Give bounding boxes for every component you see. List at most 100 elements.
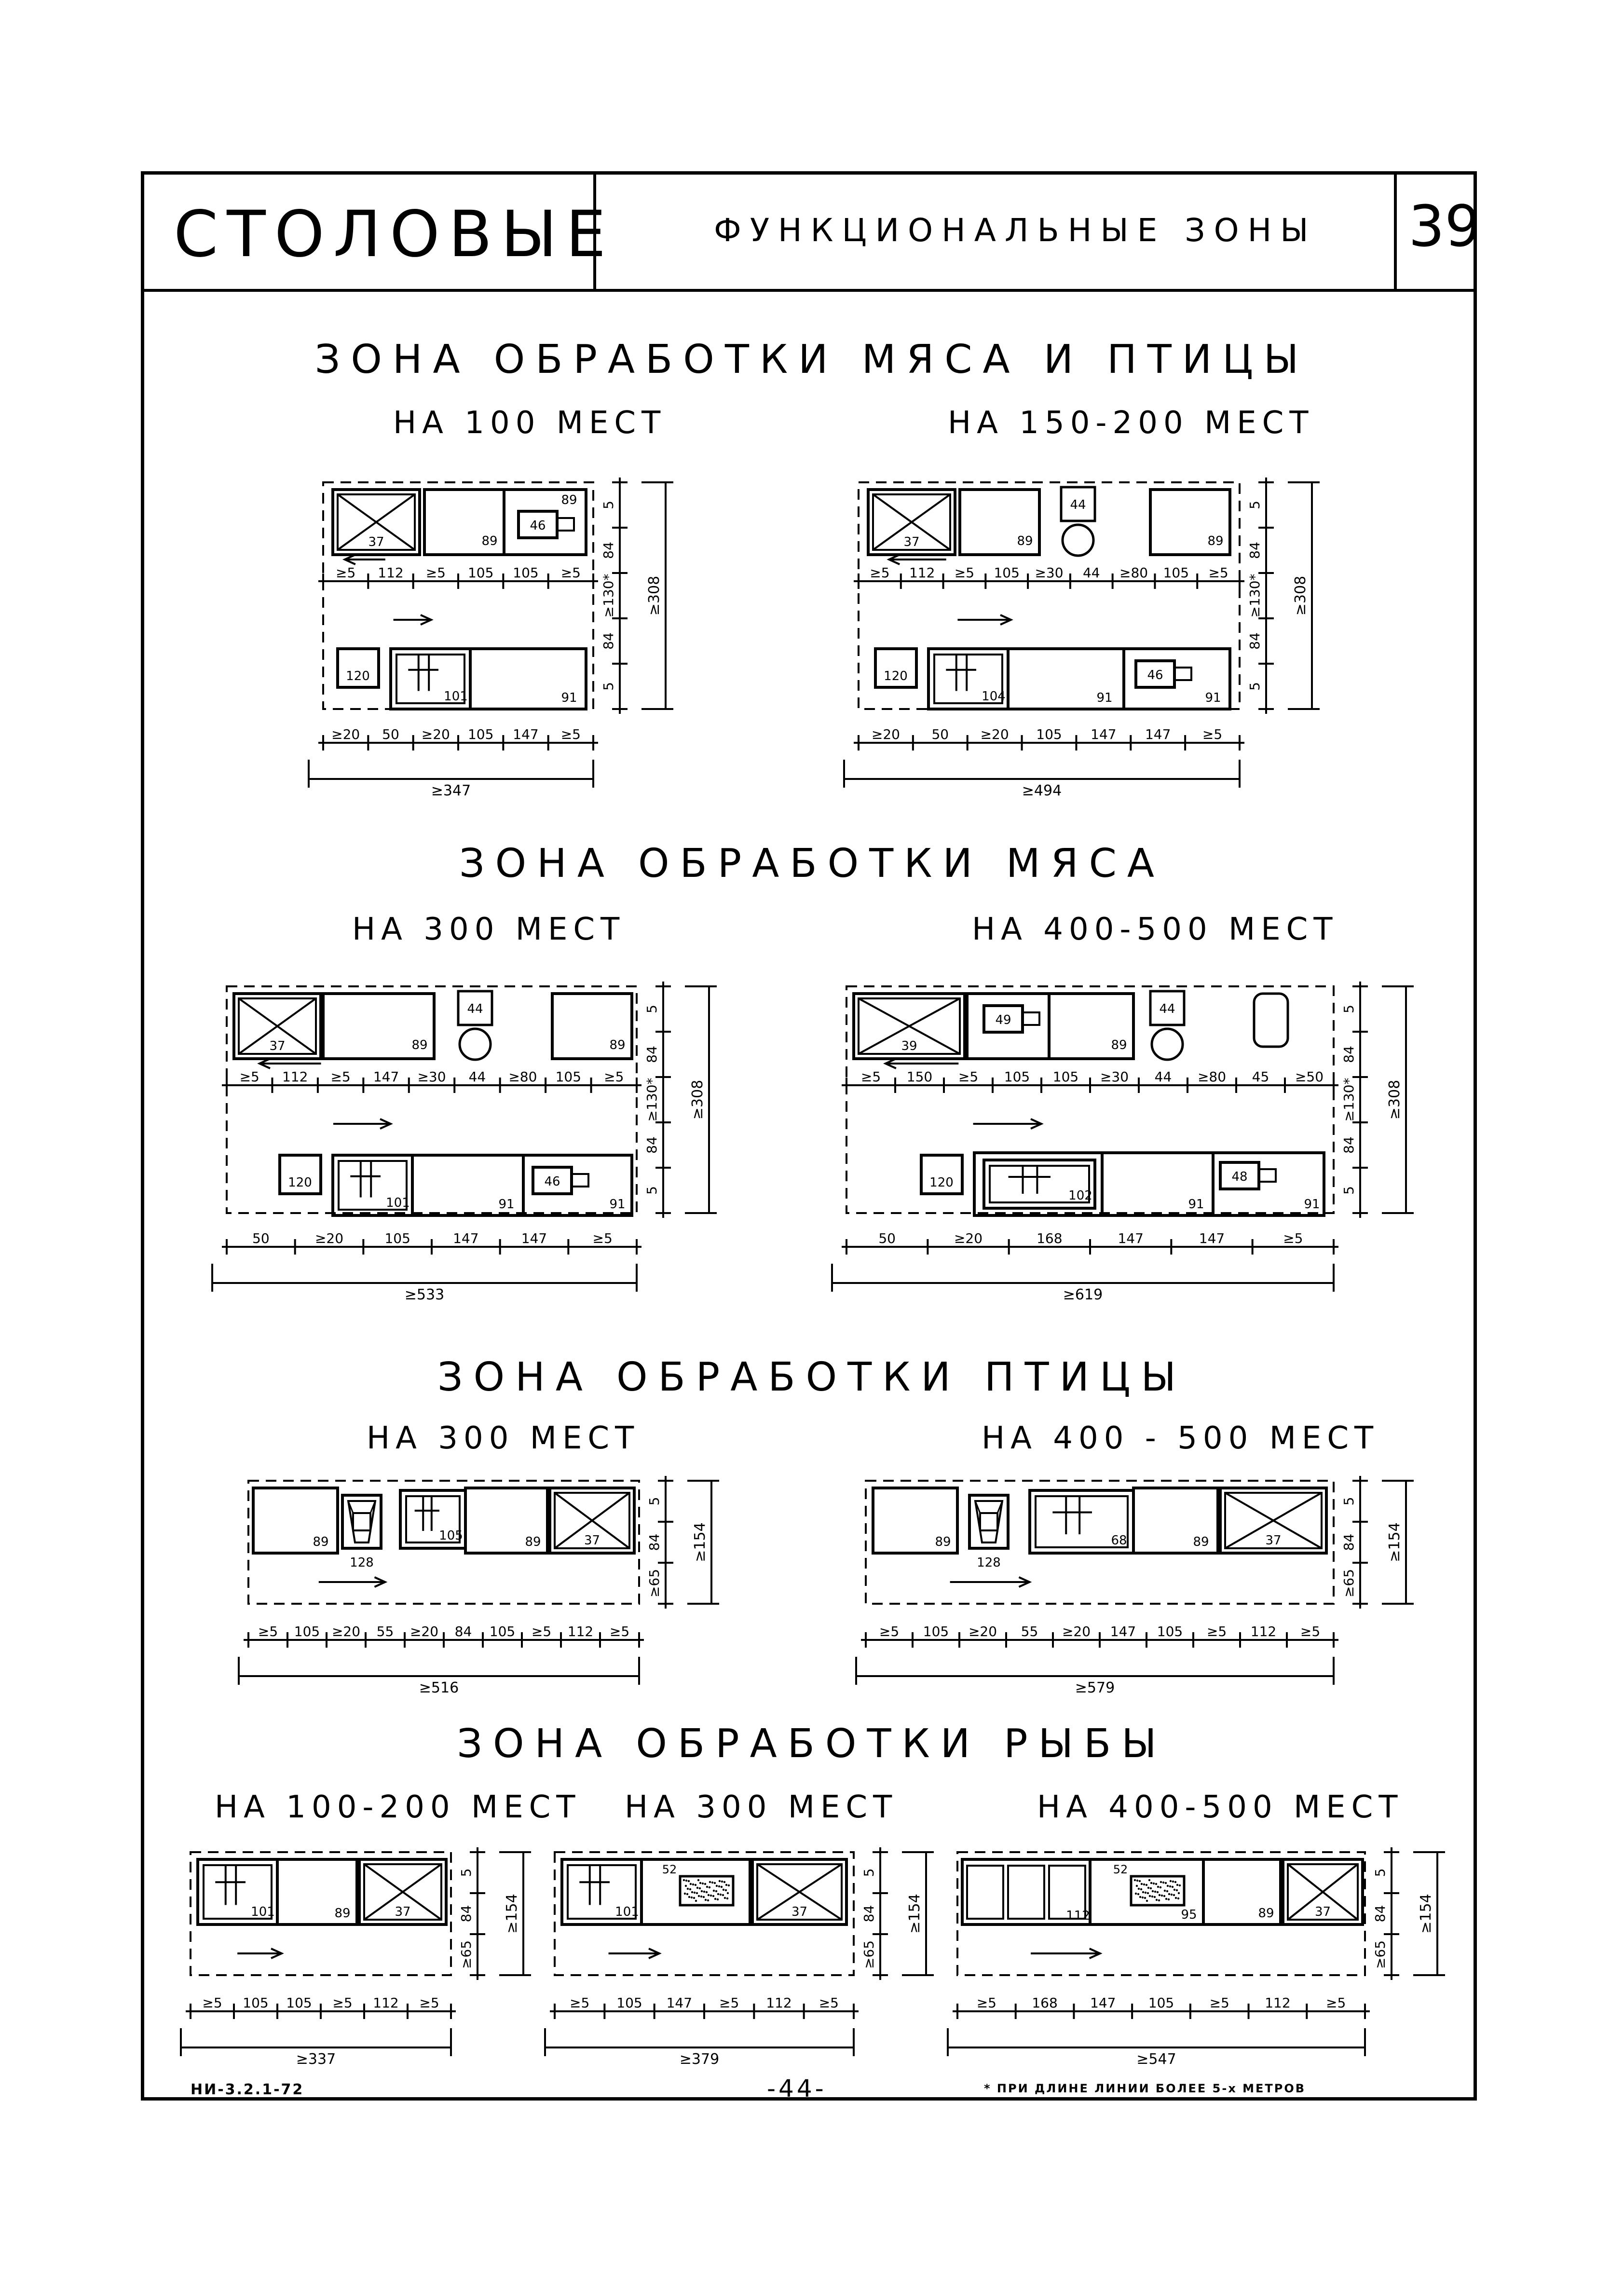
dimension-label: ≥30 (1100, 1069, 1129, 1085)
ice-dot (1152, 1882, 1155, 1885)
scale-dial (458, 1027, 492, 1061)
caption-300-seats: НА 300 МЕСТ (352, 912, 626, 947)
dimension-label: 50 (382, 726, 399, 742)
dimension-label: 147 (1091, 726, 1116, 742)
cutting-table (1282, 1858, 1364, 1926)
cutting-table (751, 1858, 848, 1926)
dimension-label: 84 (1341, 1136, 1357, 1154)
equipment-number: 37 (395, 1905, 410, 1919)
title-divider (1394, 171, 1397, 292)
dimension-label: 84 (646, 1534, 662, 1551)
dimension-label: ≥5 (610, 1624, 629, 1639)
ice-dot (1173, 1894, 1175, 1897)
dimension-label: ≥5 (426, 565, 446, 581)
ice-dot (707, 1894, 710, 1897)
bath-edge (369, 1501, 376, 1514)
dimension-label: ≥5 (332, 1995, 352, 2011)
dimension-label: 105 (513, 565, 538, 581)
ice-dot (692, 1883, 695, 1886)
ice-dot (713, 1882, 716, 1884)
equipment-number: 48 (1231, 1170, 1247, 1184)
ice-dot (1139, 1896, 1142, 1898)
dimension-label: ≥20 (969, 1624, 997, 1639)
dimension-label: ≥5 (1283, 1230, 1303, 1246)
ice-dot (1160, 1894, 1163, 1897)
scale (1149, 990, 1186, 1026)
equipment-number: 89 (561, 493, 577, 507)
dimension-label: 50 (878, 1230, 896, 1246)
ice-dot (1146, 1892, 1149, 1895)
dimension-label: 84 (600, 632, 616, 650)
bath-edge (974, 1501, 981, 1514)
ice-dot (683, 1892, 686, 1895)
dimension-label: 150 (907, 1069, 932, 1085)
total-dimension: ≥308 (1292, 576, 1309, 615)
ice-dot (705, 1891, 708, 1894)
dimension-label: ≥20 (1062, 1624, 1091, 1639)
main-title: СТОЛОВЫЕ (174, 197, 615, 272)
dimension-label: ≥5 (1208, 565, 1228, 581)
bath-edge (995, 1530, 998, 1543)
total-dimension: ≥619 (1063, 1286, 1103, 1303)
bath-edge (368, 1530, 371, 1543)
cutting-table (331, 488, 421, 556)
ice-dot (1134, 1892, 1137, 1895)
dimension-label: ≥5 (336, 565, 355, 581)
ice-dot (696, 1886, 699, 1889)
ice-dot (1151, 1895, 1154, 1898)
ice-dot (724, 1889, 727, 1892)
arrow-head (648, 1948, 662, 1959)
ice-dot (723, 1897, 726, 1899)
bath-edge (347, 1501, 354, 1514)
equipment-number: 128 (977, 1556, 1001, 1570)
equipment-number: 102 (1068, 1188, 1092, 1203)
grinder-spout (1022, 1011, 1040, 1026)
equipment-box (958, 488, 1041, 556)
equipment-box (640, 1858, 751, 1926)
equipment-number: 46 (530, 519, 546, 533)
dimension-label: ≥5 (593, 1230, 613, 1246)
equipment-number: 37 (1315, 1905, 1331, 1919)
dimension-label: ≥5 (330, 1069, 350, 1085)
cross-line (1287, 1863, 1359, 1921)
cabinet-door (966, 1865, 1004, 1920)
ice-dot (1137, 1893, 1140, 1896)
equipment-number: 37 (792, 1905, 807, 1919)
title-divider (593, 171, 596, 292)
equipment-number: 120 (929, 1175, 954, 1190)
bath-edge (979, 1530, 983, 1543)
dimension-label: ≥5 (958, 1069, 978, 1085)
dimension-label: 55 (1021, 1624, 1038, 1639)
equipment-box (1122, 647, 1231, 710)
arrow-head (887, 554, 901, 565)
equipment-box (278, 1154, 322, 1195)
ice-dot (1166, 1890, 1169, 1893)
equipment-number: 44 (1159, 1002, 1175, 1016)
dimension-label: 112 (568, 1624, 593, 1639)
equipment-box (1048, 992, 1135, 1060)
ice-dot (1148, 1879, 1151, 1882)
ice-tray (679, 1875, 735, 1907)
total-dimension: ≥154 (1386, 1522, 1403, 1562)
dimension-label: 112 (373, 1995, 398, 2011)
equipment-number: 89 (1193, 1535, 1209, 1549)
section-title-meat-poultry: ЗОНА ОБРАБОТКИ МЯСА И ПТИЦЫ (314, 337, 1310, 382)
cutting-table (852, 992, 966, 1060)
dimension-label: ≥5 (1210, 1995, 1229, 2011)
dimension-label: 5 (861, 1869, 877, 1877)
dimension-label: 5 (644, 1005, 660, 1013)
page-number: 39 (1408, 193, 1481, 259)
ice-dot (718, 1885, 721, 1888)
equipment-number: 89 (411, 1038, 427, 1052)
dimension-label: ≥20 (981, 726, 1009, 742)
dimension-label: ≥30 (1035, 565, 1063, 581)
ice-dot (1141, 1896, 1144, 1899)
arrow-head (1000, 614, 1013, 626)
sink (973, 1151, 1104, 1217)
dimension-label: ≥65 (1372, 1940, 1388, 1969)
ice-dot (715, 1890, 718, 1893)
equipment-number: 91 (1096, 691, 1112, 705)
dimension-label: 105 (1163, 565, 1189, 581)
arrow-head (883, 1058, 897, 1069)
